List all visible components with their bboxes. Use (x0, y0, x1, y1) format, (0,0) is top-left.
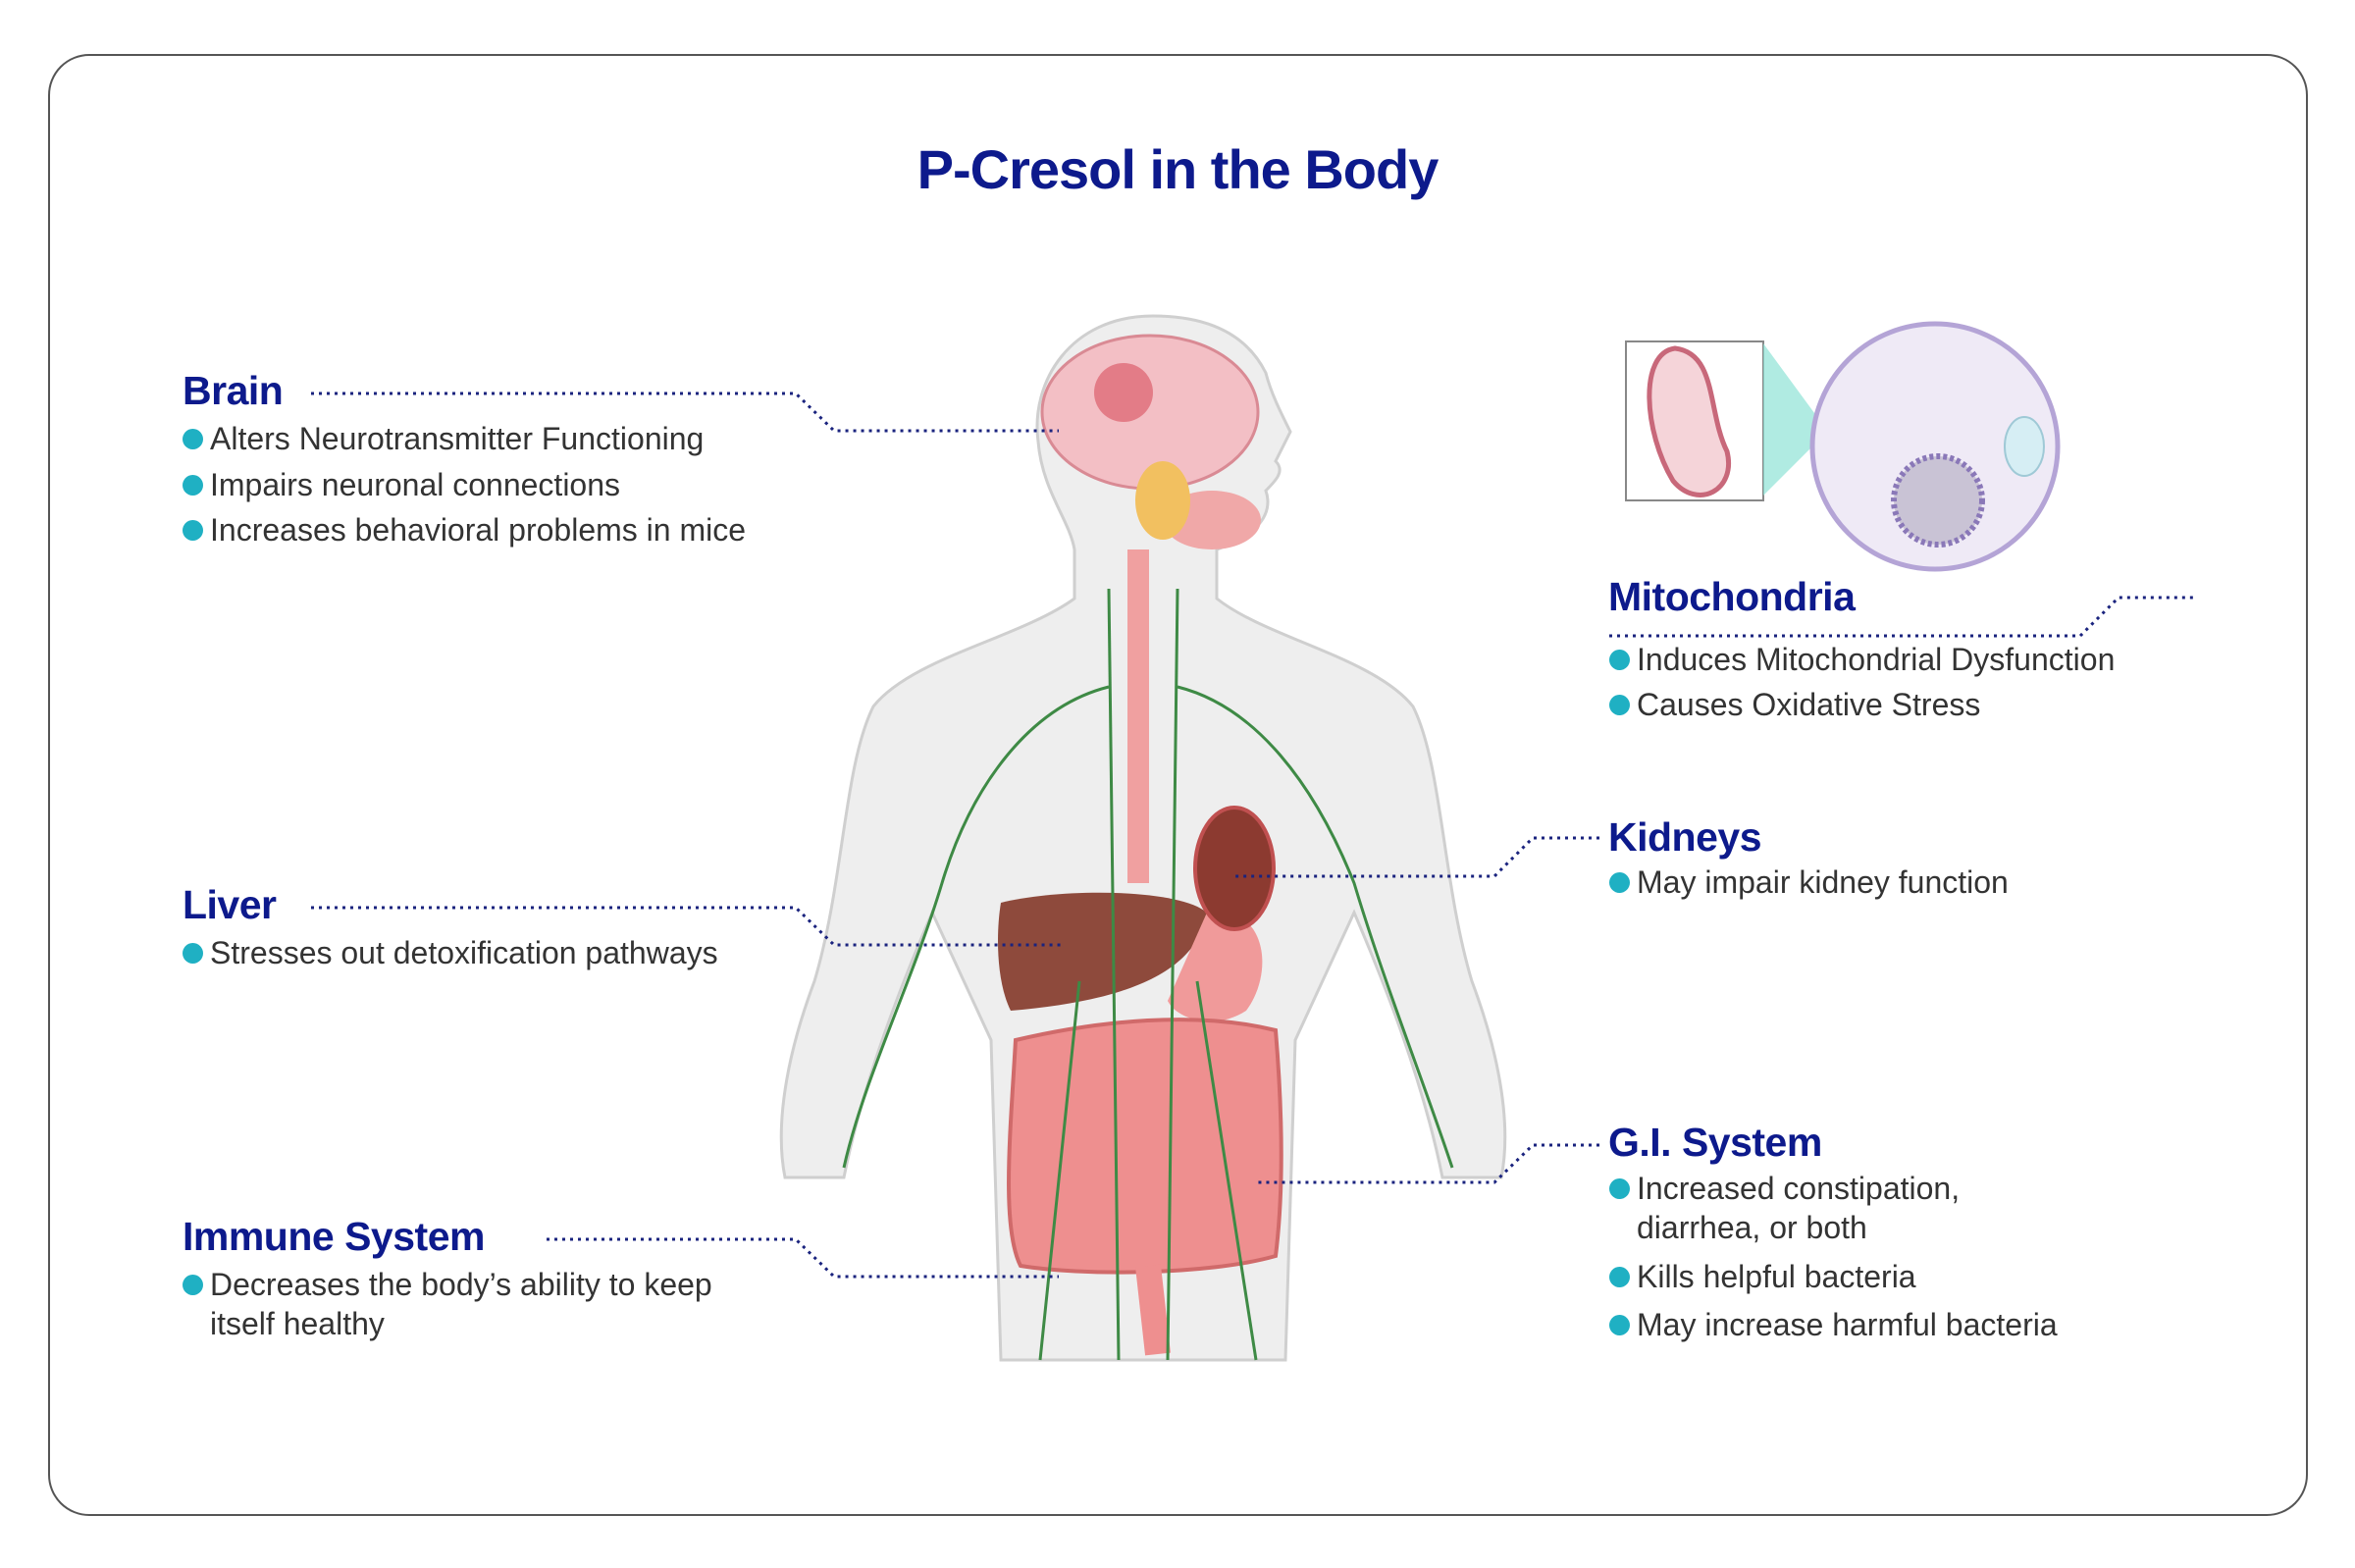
gi-connector (1254, 1143, 1599, 1184)
immune-bullet: Decreases the body’s ability to keep its… (183, 1265, 732, 1343)
cell-illustration-icon (1625, 321, 2061, 572)
kidneys-bullet: May impair kidney function (1609, 862, 2009, 902)
kidneys-heading: Kidneys (1608, 814, 1762, 860)
brain-bullet: Impairs neuronal connections (183, 465, 620, 504)
mitochondria-bullet: Induces Mitochondrial Dysfunction (1609, 640, 2115, 679)
gi-heading: G.I. System (1608, 1120, 1822, 1165)
brain-connector (311, 392, 1059, 433)
card-frame (48, 54, 2308, 1516)
brain-bullet: Increases behavioral problems in mice (183, 510, 746, 549)
mitochondria-heading: Mitochondria (1608, 574, 1856, 619)
kidney-icon (1193, 806, 1276, 931)
brain-bullet: Alters Neurotransmitter Functioning (183, 419, 704, 458)
connector-lines (311, 392, 2193, 1279)
liver-heading: Liver (183, 882, 277, 927)
gi-bullet: Kills helpful bacteria (1609, 1257, 1916, 1296)
liver-connector (311, 906, 1062, 947)
liver-bullet: Stresses out detoxification pathways (183, 933, 718, 972)
mitochondria-bullet: Causes Oxidative Stress (1609, 685, 1980, 724)
immune-heading: Immune System (183, 1214, 485, 1259)
immune-connector (547, 1237, 1059, 1279)
esophagus-icon (1127, 461, 1261, 883)
gi-bullet: May increase harmful bacteria (1609, 1305, 2058, 1344)
kidneys-connector (1231, 836, 1599, 878)
page-title: P-Cresol in the Body (916, 138, 1439, 200)
gi-bullet: Increased constipation, diarrhea, or bot… (1609, 1169, 2061, 1247)
lymphatic-system-icon (842, 588, 1454, 1361)
mitochondria-connector (1609, 596, 2193, 638)
liver-icon (998, 892, 1207, 1011)
brain-heading: Brain (183, 368, 284, 413)
stomach-icon (1168, 912, 1263, 1021)
